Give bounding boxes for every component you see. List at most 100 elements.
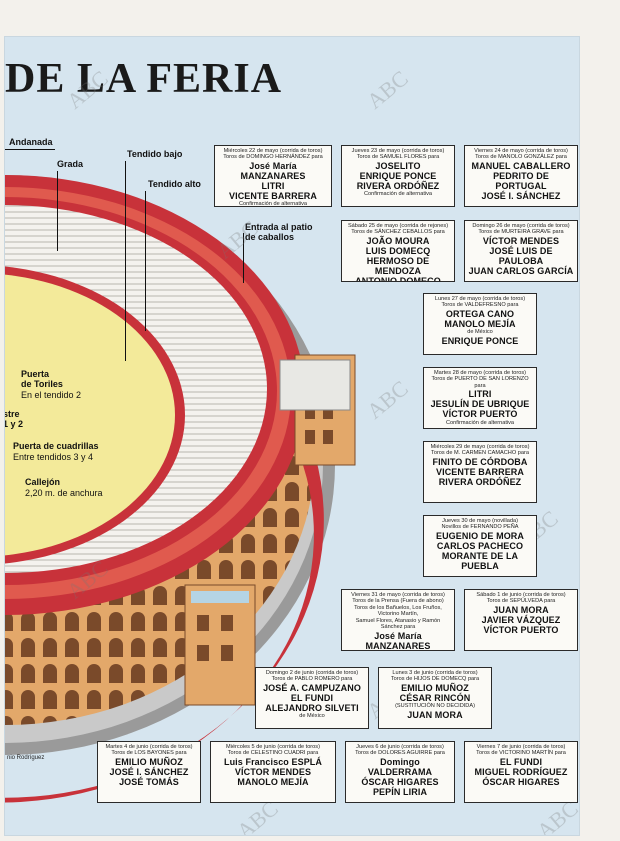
matador-name: Domingo VALDERRAMA xyxy=(367,756,433,777)
matador-name: ÓSCAR HIGARES xyxy=(361,777,439,787)
label-entrada-patio: Entrada al patio de caballos xyxy=(245,222,313,243)
cartel-header: Domingo 2 de junio (corrida de toros) To… xyxy=(265,670,359,683)
label-grada: Grada xyxy=(57,159,84,169)
cartel-note: Confirmación de alternativa xyxy=(445,419,515,426)
cartel-box: Martes 4 de junio (corrida de toros) Tor… xyxy=(97,741,201,803)
cartel-header: Viernes 31 de mayo (corrida de toros) To… xyxy=(351,592,445,631)
cartel-note: (SUSTITUCIÓN NO DECIDIDA) xyxy=(395,703,475,709)
matador-name: MANOLO MEJÍA xyxy=(237,777,309,787)
matador-name: JOSÉ A. CAMPUZANO xyxy=(263,682,361,693)
matador-name: MIGUEL RODRÍGUEZ xyxy=(474,766,568,777)
cartel-header: Martes 4 de junio (corrida de toros) Tor… xyxy=(105,744,193,757)
matador-name: JAVIER VÁZQUEZ xyxy=(481,614,561,625)
matador-name: ALEJANDRO SILVETI xyxy=(265,703,359,713)
bullring-illustration xyxy=(5,175,356,803)
cartel-header: Jueves 30 de mayo (novillada) Novillos d… xyxy=(441,518,519,531)
label-puerta-toriles-sub: En el tendido 2 xyxy=(21,390,82,400)
matador-name: HERMOSO DE MENDOZA xyxy=(366,256,430,277)
matador-name: JUAN CARLOS GARCÍA xyxy=(468,266,574,277)
cartel-box: Sábado 1 de junio (corrida de toros) Tor… xyxy=(464,589,578,651)
matador-name: MORANTE DE LA PUEBLA xyxy=(441,551,519,572)
matador-name: EMILIO MUÑOZ xyxy=(401,682,469,693)
cartel-header: Viernes 7 de junio (corrida de toros) To… xyxy=(476,744,566,757)
cartel-box: Miércoles 22 de mayo (corrida de toros) … xyxy=(214,145,332,207)
infographic-page: DE LA FERIA xyxy=(4,36,580,836)
matador-name: JOÃO MOURA xyxy=(366,235,430,246)
cartel-header: Domingo 26 de mayo (corrida de toros) To… xyxy=(472,223,570,236)
matador-name: EMILIO MUÑOZ xyxy=(115,756,183,767)
cartel-box: Viernes 31 de mayo (corrida de toros) To… xyxy=(341,589,455,651)
cartel-header: Sábado 25 de mayo (corrida de rejones) T… xyxy=(347,223,449,236)
cartel-box: Jueves 23 de mayo (corrida de toros) Tor… xyxy=(341,145,455,207)
label-puerta-cuadrillas-sub: Entre tendidos 3 y 4 xyxy=(13,452,94,462)
cartel-header: Jueves 6 de junio (corrida de toros) Tor… xyxy=(355,744,445,757)
page-title: DE LA FERIA xyxy=(5,56,283,102)
matador-name: CARLOS PACHECO xyxy=(436,540,524,551)
cartel-note: Confirmación de alternativa xyxy=(363,191,433,198)
label-callejon-sub: 2,20 m. de anchura xyxy=(25,488,103,498)
matador-name: ENRIQUE PONCE xyxy=(441,335,519,346)
matador-name: JOSÉ I. SÁNCHEZ xyxy=(109,766,189,777)
matador-name: JOSÉ I. SÁNCHEZ xyxy=(481,191,561,202)
matador-name: JESULÍN DE UBRIQUE xyxy=(430,399,530,410)
cartel-header: Jueves 23 de mayo (corrida de toros) Tor… xyxy=(351,148,445,161)
matador-name: VICENTE BARRERA xyxy=(435,466,524,477)
matador-name: EL FUNDI xyxy=(499,756,543,767)
matador-name: RIVERA ORDÓÑEZ xyxy=(356,181,440,191)
cartel-box: Viernes 24 de mayo (corrida de toros) To… xyxy=(464,145,578,207)
matador-name: ÓSCAR HIGARES xyxy=(482,777,560,787)
cartel-header: Viernes 24 de mayo (corrida de toros) To… xyxy=(474,148,568,161)
cartel-header: Martes 28 de mayo (corrida de toros) Tor… xyxy=(431,370,529,389)
matador-name: LITRI xyxy=(261,181,285,191)
matador-name: VICENTE BARRERA xyxy=(228,191,317,202)
matador-name: JOSELITO xyxy=(375,160,421,171)
matador-name: José María MANZANARES xyxy=(240,160,306,181)
label-puerta-cuadrillas: Puerta de cuadrillas xyxy=(13,441,99,451)
matador-name: CÉSAR RINCÓN xyxy=(399,692,471,703)
abc-watermark: ABC xyxy=(361,65,413,114)
matador-name: VÍCTOR MENDES xyxy=(482,235,560,246)
cartel-box: Martes 28 de mayo (corrida de toros) Tor… xyxy=(423,367,537,429)
matador-name: MANOLO MEJÍA xyxy=(444,318,516,329)
cartel-note: Confirmación de alternativa xyxy=(238,201,308,207)
cartel-header: Miércoles 29 de mayo (corrida de toros) … xyxy=(430,444,530,457)
label-puerta-toriles: Puerta de Toriles xyxy=(21,369,63,390)
photo-credit: nio Rodríguez xyxy=(7,755,45,761)
matador-name: JOSÉ TOMÁS xyxy=(119,777,179,787)
matador-name: EL FUNDI xyxy=(290,692,334,703)
cartel-header: Sábado 1 de junio (corrida de toros) Tor… xyxy=(476,592,566,605)
cartel-box: Sábado 25 de mayo (corrida de rejones) T… xyxy=(341,220,455,282)
cartel-header: Miércoles 22 de mayo (corrida de toros) … xyxy=(223,148,323,161)
matador-name: VÍCTOR MENDES xyxy=(234,766,312,777)
cartel-header: Lunes 3 de junio (corrida de toros) Toro… xyxy=(390,670,480,683)
matador-name: Luis Francisco ESPLÁ xyxy=(223,756,323,767)
matador-name: PEPÍN LIRIA xyxy=(372,787,428,798)
matador-name: RIVERA ORDÓÑEZ xyxy=(438,477,522,487)
cartel-box: Domingo 26 de mayo (corrida de toros) To… xyxy=(464,220,578,282)
label-tendido-bajo: Tendido bajo xyxy=(127,149,183,159)
label-estribo: stre 1 y 2 xyxy=(4,409,24,430)
matador-name: EUGENIO DE MORA xyxy=(435,530,524,541)
label-andanada: Andanada xyxy=(9,137,53,147)
matador-name: LUIS DOMECQ xyxy=(365,245,431,256)
matador-name: JUAN MORA xyxy=(493,604,549,615)
cartel-box: Lunes 27 de mayo (corrida de toros) Toro… xyxy=(423,293,537,355)
matador-name: VÍCTOR PUERTO xyxy=(483,625,559,635)
matador-name: JUAN MORA xyxy=(407,709,463,720)
label-callejon: Callejón xyxy=(25,477,61,487)
matador-name: MANUEL CABALLERO xyxy=(471,160,571,171)
cartel-header: Lunes 27 de mayo (corrida de toros) Toro… xyxy=(434,296,526,309)
cartel-header: Miércoles 5 de junio (corrida de toros) … xyxy=(226,744,320,757)
cartel-box: Viernes 7 de junio (corrida de toros) To… xyxy=(464,741,578,803)
cartel-box: Domingo 2 de junio (corrida de toros) To… xyxy=(255,667,369,729)
cartel-note: de México xyxy=(467,329,493,335)
matador-name: JOSÉ LUIS DE PAULOBA xyxy=(489,245,553,266)
matador-name: PEDRITO DE PORTUGAL xyxy=(493,170,549,191)
cartel-box: Miércoles 29 de mayo (corrida de toros) … xyxy=(423,441,537,503)
matador-name: José María MANZANARES xyxy=(365,630,431,651)
matador-name: ANTONIO DOMECQ xyxy=(355,276,441,282)
label-tendido-alto: Tendido alto xyxy=(148,179,201,189)
cartel-box: Jueves 30 de mayo (novillada) Novillos d… xyxy=(423,515,537,577)
matador-name: ENRIQUE PONCE xyxy=(359,170,437,181)
matador-name: VÍCTOR PUERTO xyxy=(442,409,518,420)
